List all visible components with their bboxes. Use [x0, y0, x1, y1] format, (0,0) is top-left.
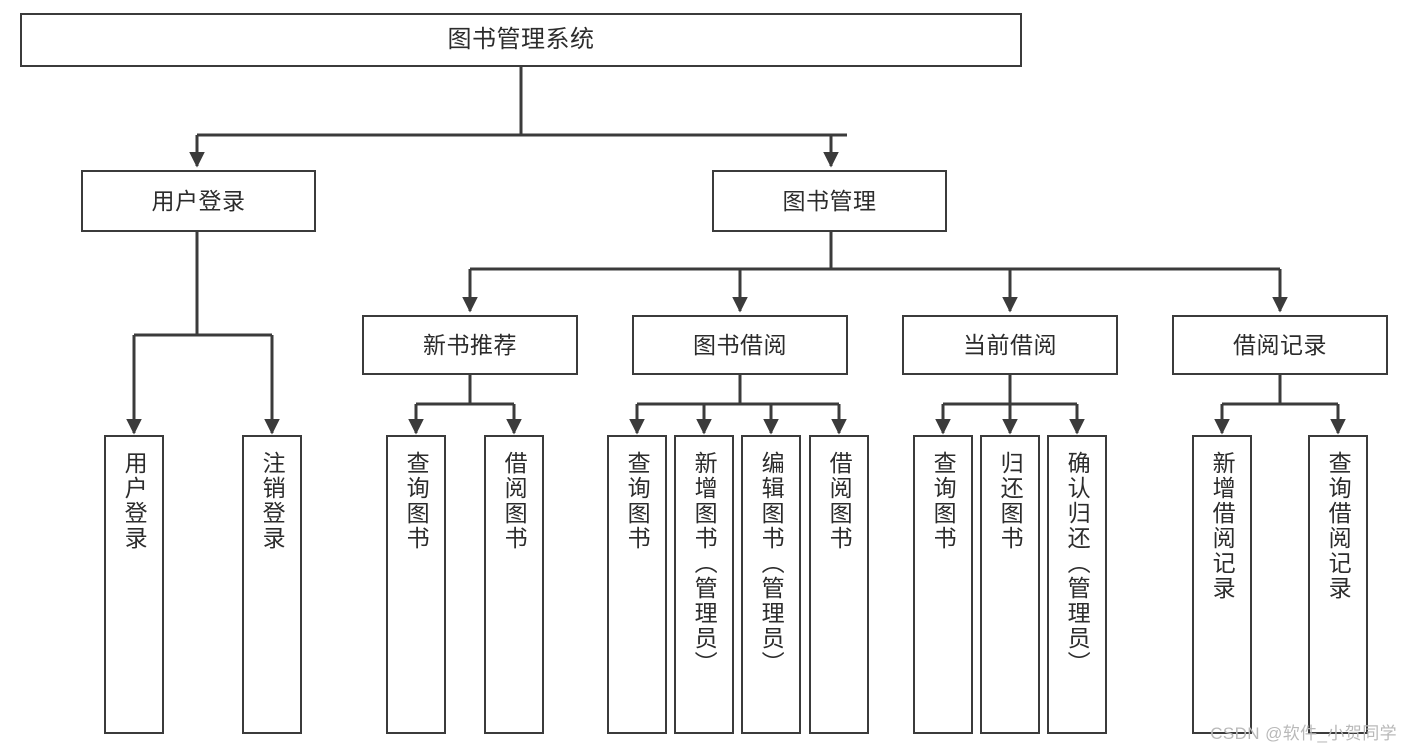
- leaf-confirm-return-admin[interactable]: 确认归还（管理员）: [1047, 435, 1107, 734]
- node-root-system[interactable]: 图书管理系统: [20, 13, 1022, 67]
- leaf-query-borrow-record[interactable]: 查询借阅记录: [1308, 435, 1368, 734]
- node-label: 归还图书: [997, 451, 1024, 551]
- node-label: 注销登录: [259, 451, 286, 551]
- leaf-query-books-recommend[interactable]: 查询图书: [386, 435, 446, 734]
- node-label: 查询图书: [403, 451, 430, 551]
- node-label: 查询借阅记录: [1325, 451, 1352, 601]
- leaf-logout[interactable]: 注销登录: [242, 435, 302, 734]
- node-label: 用户登录: [151, 187, 246, 214]
- leaf-query-books-current[interactable]: 查询图书: [913, 435, 973, 734]
- node-label: 编辑图书（管理员）: [758, 451, 785, 676]
- node-label: 查询图书: [624, 451, 651, 551]
- leaf-add-borrow-record[interactable]: 新增借阅记录: [1192, 435, 1252, 734]
- node-book-borrowing[interactable]: 图书借阅: [632, 315, 848, 375]
- node-label: 查询图书: [930, 451, 957, 551]
- node-label: 借阅图书: [826, 451, 853, 551]
- leaf-return-books[interactable]: 归还图书: [980, 435, 1040, 734]
- node-label: 借阅图书: [501, 451, 528, 551]
- node-new-book-recommendation[interactable]: 新书推荐: [362, 315, 578, 375]
- node-label: 当前借阅: [963, 331, 1057, 358]
- node-label: 确认归还（管理员）: [1064, 451, 1091, 676]
- node-label: 新增图书（管理员）: [691, 451, 718, 676]
- node-book-management[interactable]: 图书管理: [712, 170, 947, 232]
- node-user-login[interactable]: 用户登录: [81, 170, 316, 232]
- node-current-borrowing[interactable]: 当前借阅: [902, 315, 1118, 375]
- leaf-user-login[interactable]: 用户登录: [104, 435, 164, 734]
- node-label: 图书管理: [782, 187, 877, 214]
- node-label: 用户登录: [121, 451, 148, 551]
- node-label: 新增借阅记录: [1209, 451, 1236, 601]
- leaf-add-book-admin[interactable]: 新增图书（管理员）: [674, 435, 734, 734]
- node-label: 图书借阅: [693, 331, 787, 358]
- node-label: 图书管理系统: [447, 26, 595, 54]
- leaf-edit-book-admin[interactable]: 编辑图书（管理员）: [741, 435, 801, 734]
- leaf-borrow-books-recommend[interactable]: 借阅图书: [484, 435, 544, 734]
- watermark-text: CSDN @软件_小贺同学: [1210, 724, 1397, 743]
- node-label: 借阅记录: [1233, 331, 1327, 358]
- node-borrowing-records[interactable]: 借阅记录: [1172, 315, 1388, 375]
- node-label: 新书推荐: [423, 331, 517, 358]
- leaf-query-books-borrow[interactable]: 查询图书: [607, 435, 667, 734]
- leaf-borrow-books[interactable]: 借阅图书: [809, 435, 869, 734]
